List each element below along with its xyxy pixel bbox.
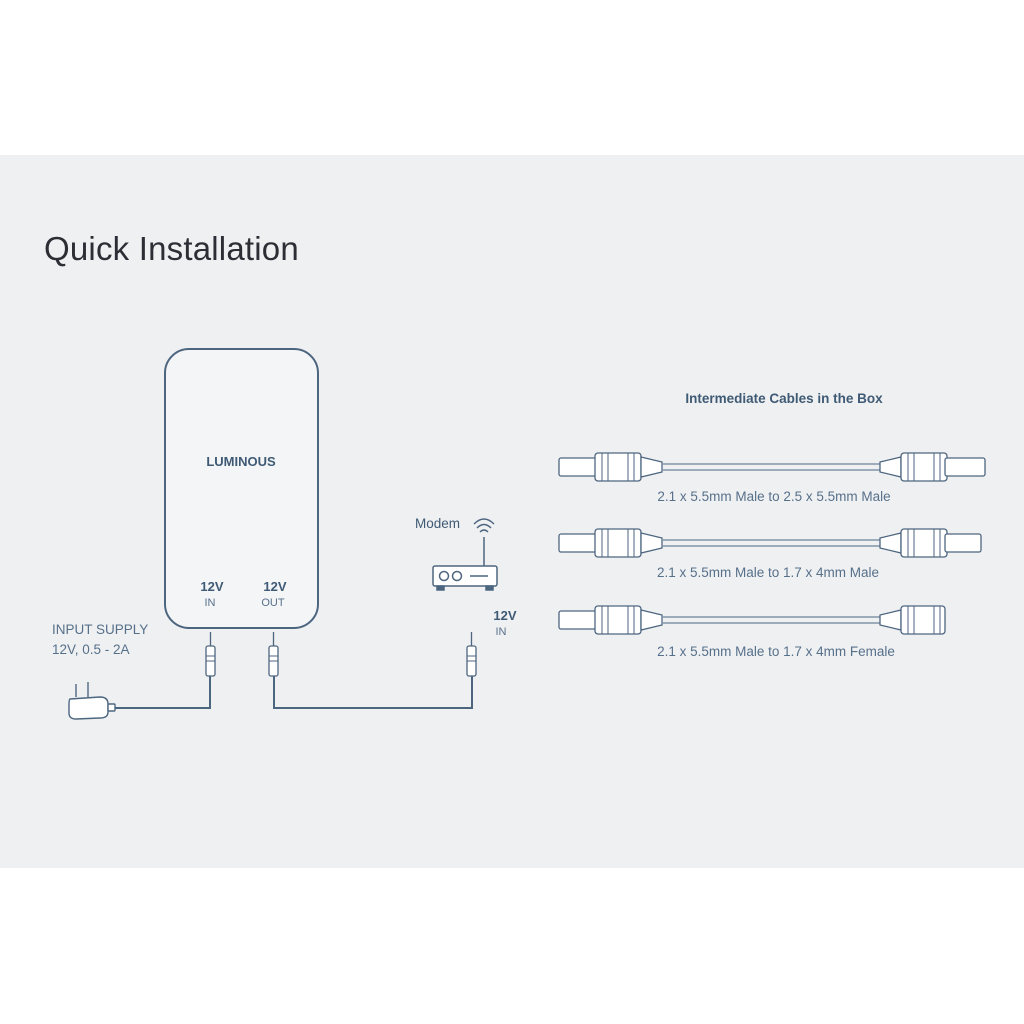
power-adapter-icon bbox=[68, 682, 116, 720]
modem-voltage: 12V bbox=[493, 608, 516, 623]
male-connector-left bbox=[558, 528, 663, 558]
female-connector-right bbox=[879, 605, 946, 635]
modem-port-label: IN bbox=[496, 626, 507, 638]
device-brand: LUMINOUS bbox=[206, 454, 276, 469]
output-cable bbox=[273, 675, 473, 709]
input-cable bbox=[115, 675, 211, 709]
cable-item: 2.1 x 5.5mm Male to 1.7 x 4mm Male bbox=[558, 528, 982, 580]
wifi-icon bbox=[473, 518, 495, 533]
port-in-voltage: 12V bbox=[200, 579, 223, 594]
port-out-label: OUT bbox=[261, 597, 285, 609]
modem-plug bbox=[466, 632, 477, 677]
male-connector-right bbox=[879, 452, 986, 482]
male-connector-left bbox=[558, 452, 663, 482]
modem-label: Modem bbox=[415, 516, 460, 531]
ups-device: LUMINOUS 12V IN 12V OUT bbox=[164, 348, 319, 629]
router-icon bbox=[432, 537, 498, 591]
cable-item: 2.1 x 5.5mm Male to 1.7 x 4mm Female bbox=[558, 605, 946, 659]
male-connector-right bbox=[879, 528, 982, 558]
input-plug bbox=[205, 632, 216, 677]
page-title: Quick Installation bbox=[44, 230, 299, 267]
port-in-label: IN bbox=[205, 597, 216, 609]
input-supply-title: INPUT SUPPLY bbox=[52, 622, 148, 637]
port-out-voltage: 12V bbox=[263, 579, 286, 594]
cable-label: 2.1 x 5.5mm Male to 1.7 x 4mm Female bbox=[657, 644, 895, 659]
cables-section-title: Intermediate Cables in the Box bbox=[685, 391, 883, 406]
cable-label: 2.1 x 5.5mm Male to 2.5 x 5.5mm Male bbox=[657, 489, 890, 504]
ups-device-body bbox=[164, 348, 319, 629]
male-connector-left bbox=[558, 605, 663, 635]
input-supply-spec: 12V, 0.5 - 2A bbox=[52, 642, 130, 657]
output-plug bbox=[268, 632, 279, 677]
cable-label: 2.1 x 5.5mm Male to 1.7 x 4mm Male bbox=[657, 565, 879, 580]
cable-item: 2.1 x 5.5mm Male to 2.5 x 5.5mm Male bbox=[558, 452, 986, 504]
